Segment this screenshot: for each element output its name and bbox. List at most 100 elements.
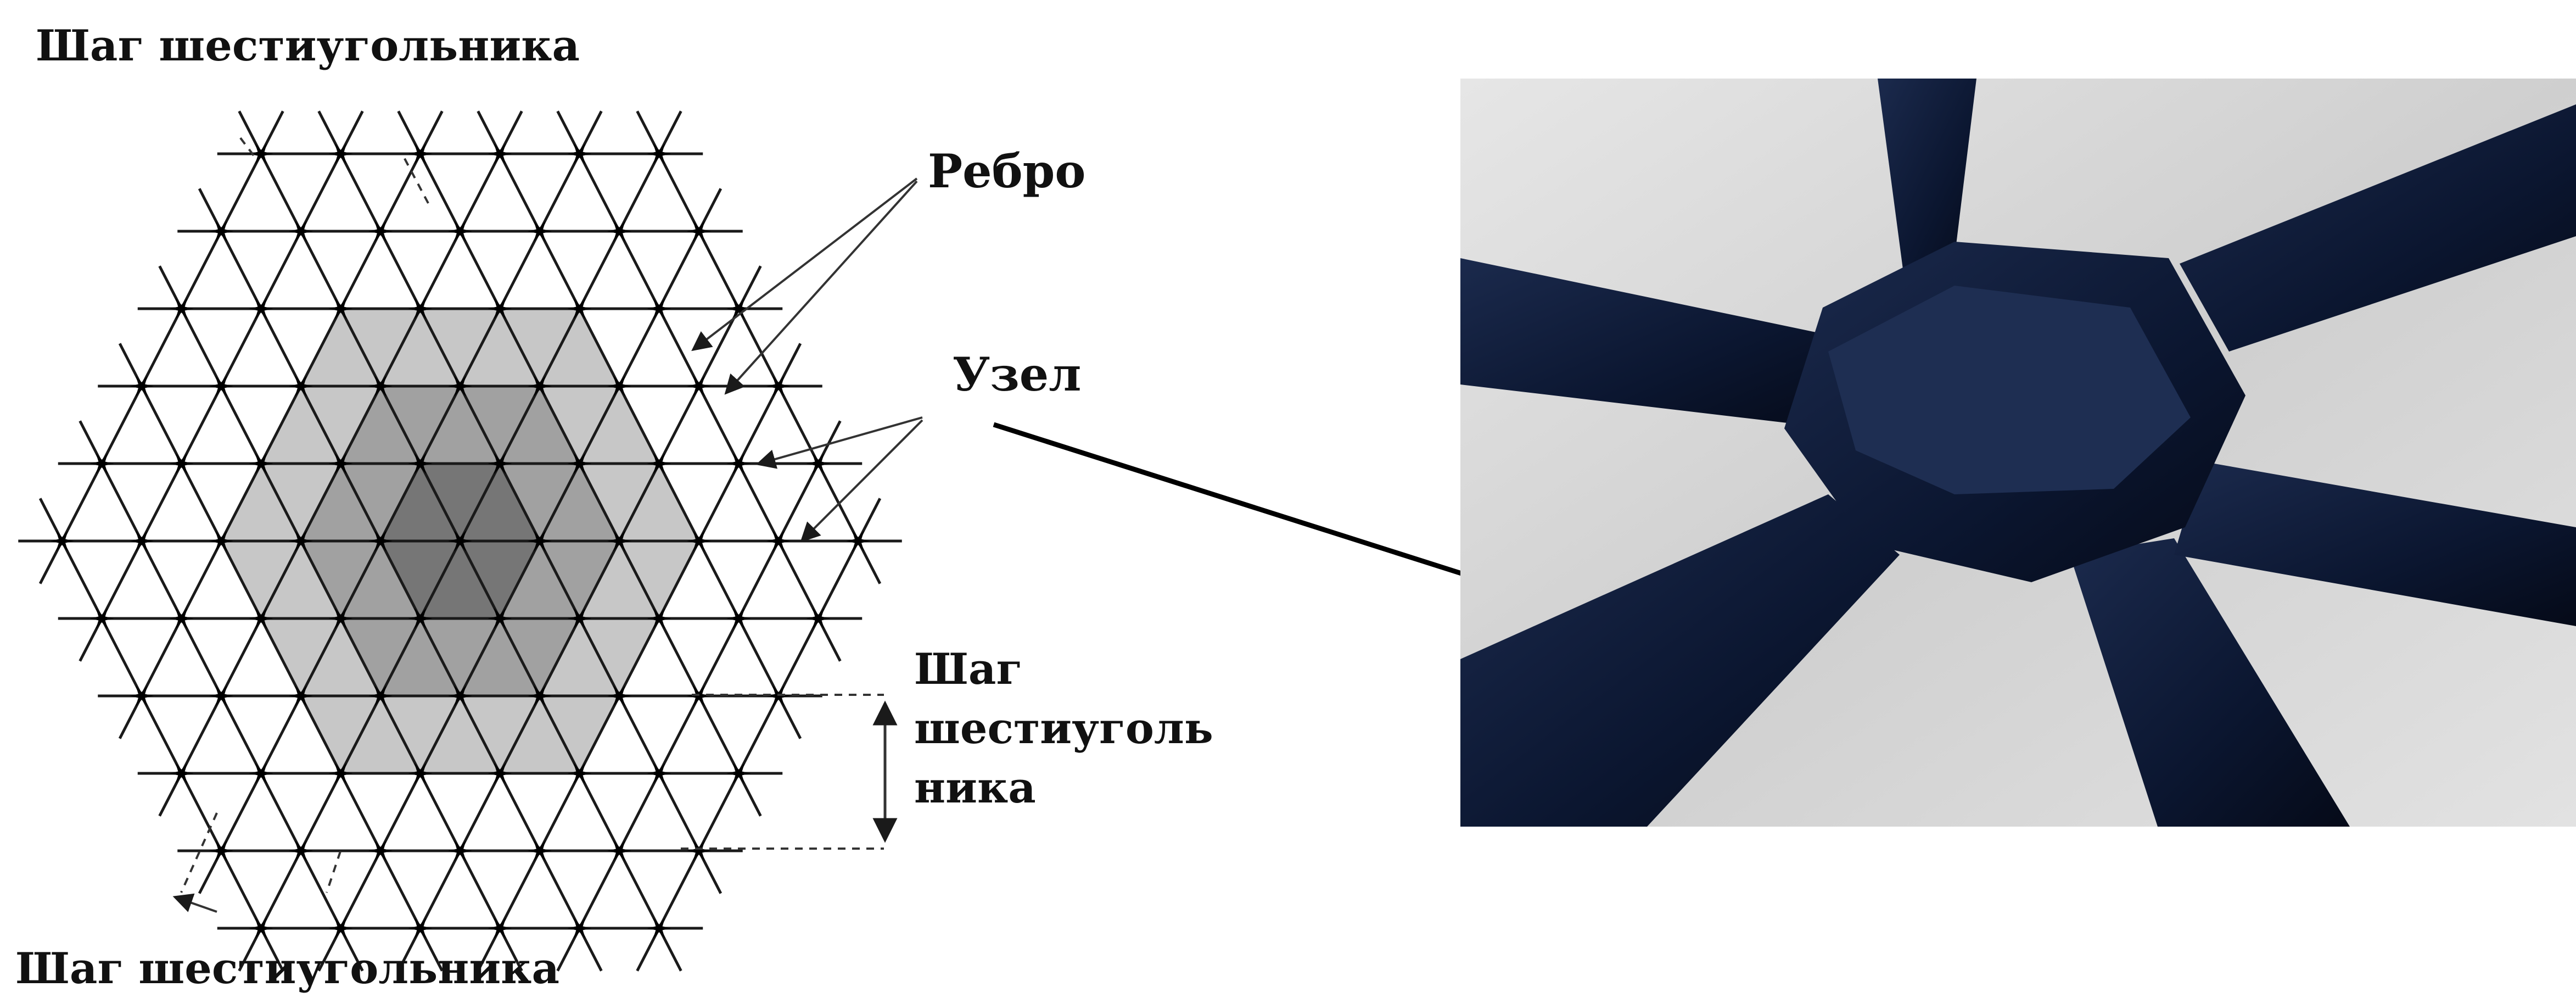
- rib: [658, 695, 701, 774]
- rib: [220, 540, 262, 620]
- rib: [658, 153, 701, 232]
- rib: [499, 695, 541, 774]
- rib: [538, 153, 581, 232]
- rib: [140, 617, 183, 697]
- grid-node: [408, 453, 433, 475]
- grid-node: [209, 220, 233, 242]
- rib: [60, 540, 103, 620]
- rib: [697, 540, 740, 620]
- rib: [220, 308, 262, 387]
- grid-node: [328, 298, 353, 320]
- rib: [260, 385, 303, 465]
- rib: [260, 153, 303, 232]
- grid-node: [368, 530, 393, 552]
- grid-node: [328, 762, 353, 784]
- rib: [538, 772, 581, 852]
- grid-node: [567, 607, 592, 629]
- rib: [100, 462, 143, 542]
- rib: [578, 385, 621, 465]
- grid-node: [50, 530, 74, 552]
- rib: [737, 540, 780, 620]
- grid-node: [289, 375, 313, 397]
- rib: [220, 850, 262, 929]
- rib: [618, 462, 660, 542]
- pitch-arrow-bottom: [172, 893, 217, 913]
- grid-node: [528, 375, 552, 397]
- grid-node: [89, 607, 114, 629]
- rib: [697, 617, 740, 697]
- rib: [578, 540, 621, 620]
- grid-node: [289, 530, 313, 552]
- rib: [458, 617, 501, 697]
- rib: [658, 385, 701, 465]
- rib: [339, 308, 382, 387]
- rib: [100, 617, 143, 697]
- grid-node: [89, 453, 114, 475]
- rib: [458, 462, 501, 542]
- rib: [180, 772, 223, 852]
- rib-arrow-1: [691, 177, 918, 352]
- rib: [260, 772, 303, 852]
- rib: [339, 153, 382, 232]
- grid-node: [567, 917, 592, 939]
- rib: [419, 540, 462, 620]
- grid-node: [249, 917, 273, 939]
- rib: [220, 695, 262, 774]
- grid-node: [328, 917, 353, 939]
- rib: [180, 385, 223, 465]
- rib: [419, 462, 462, 542]
- rib: [458, 230, 501, 310]
- rib: [538, 695, 581, 774]
- grid-node: [528, 840, 552, 862]
- grid-node: [169, 762, 194, 784]
- rib: [419, 695, 462, 774]
- rib: [260, 617, 303, 697]
- grid-node: [488, 762, 512, 784]
- grid-node: [368, 840, 393, 862]
- rib: [260, 695, 303, 774]
- rib: [419, 230, 462, 310]
- grid-node: [647, 607, 671, 629]
- rib: [140, 462, 183, 542]
- grid-node: [567, 143, 592, 165]
- rib: [697, 695, 740, 774]
- rib: [499, 462, 541, 542]
- rib: [140, 308, 183, 387]
- rib: [658, 850, 701, 929]
- rib: [658, 617, 701, 697]
- rib: [458, 772, 501, 852]
- rib: [100, 385, 143, 465]
- grid-node: [607, 375, 631, 397]
- grid-node: [726, 453, 751, 475]
- rib: [499, 540, 541, 620]
- grid-node: [169, 453, 194, 475]
- rib: [220, 462, 262, 542]
- rib: [737, 695, 780, 774]
- leader-arrows: [691, 177, 923, 543]
- grid-node: [130, 685, 154, 707]
- grid-node: [488, 607, 512, 629]
- grid-node: [289, 220, 313, 242]
- rib: [697, 462, 740, 542]
- grid-node: [408, 917, 433, 939]
- grid-node: [687, 375, 711, 397]
- rib: [499, 230, 541, 310]
- rib: [299, 695, 342, 774]
- rib: [578, 153, 621, 232]
- grid-node: [289, 840, 313, 862]
- grid-node: [209, 375, 233, 397]
- grid-node: [249, 143, 273, 165]
- rib: [538, 230, 581, 310]
- rib: [737, 385, 780, 465]
- rib: [339, 230, 382, 310]
- rib: [299, 308, 342, 387]
- rib: [140, 695, 183, 774]
- rib: [499, 617, 541, 697]
- grid-node: [328, 143, 353, 165]
- rib: [697, 772, 740, 852]
- rib: [499, 153, 541, 232]
- rib: [618, 695, 660, 774]
- rib: [299, 772, 342, 852]
- grid-node: [766, 375, 791, 397]
